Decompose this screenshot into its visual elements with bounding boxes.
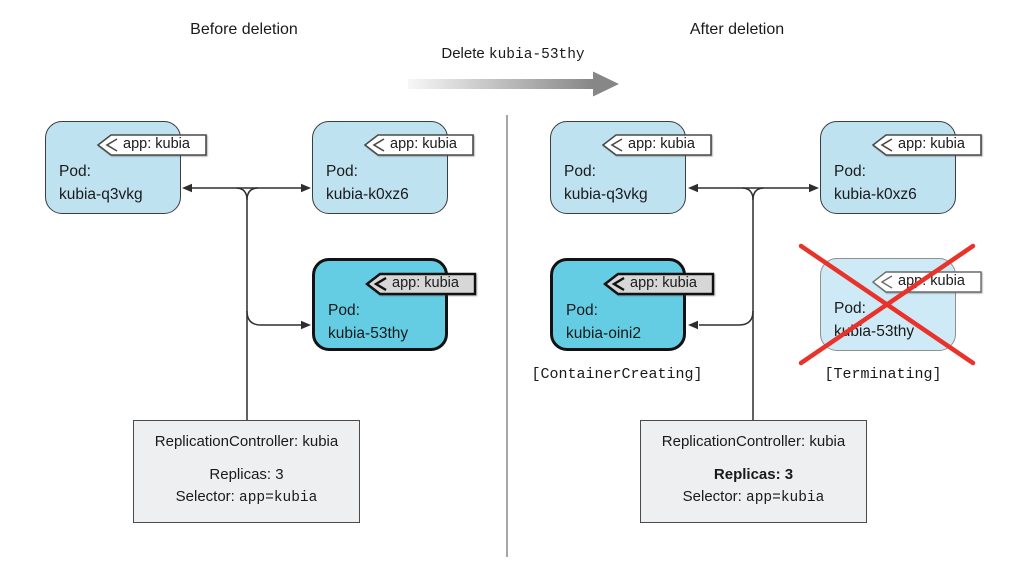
label-tag-text: app: kubia <box>628 136 695 152</box>
rc-selector: Selector: app=kubia <box>641 488 866 506</box>
rc-title: ReplicationController: kubia <box>661 433 846 450</box>
pod-after-kubia-53thy-terminating: app: kubia Pod: kubia-53thy <box>820 258 982 351</box>
pod-before-kubia-53thy: app: kubia Pod: kubia-53thy <box>312 258 477 351</box>
rc-selector-label: Selector: <box>175 488 240 505</box>
app-label-tag: app: kubia <box>96 133 208 157</box>
pod-kind: Pod: <box>834 163 866 180</box>
label-tag-text: app: kubia <box>123 136 190 152</box>
rc-pod-links-before <box>182 183 311 420</box>
app-label-tag: app: kubia <box>365 272 477 296</box>
pod-name: kubia-53thy <box>834 323 915 340</box>
replication-controller-before: ReplicationController: kubia Replicas: 3… <box>133 420 360 523</box>
rc-title: ReplicationController: kubia <box>154 433 339 450</box>
app-label-tag: app: kubia <box>871 270 983 294</box>
rc-replicas: Replicas: 3 <box>713 466 794 483</box>
app-label-tag: app: kubia <box>871 133 983 157</box>
app-label-tag: app: kubia <box>363 133 475 157</box>
pod-after-kubia-k0xz6: app: kubia Pod: kubia-k0xz6 <box>820 121 982 214</box>
label-tag-icon <box>603 272 715 296</box>
app-label-tag: app: kubia <box>601 133 713 157</box>
pod-name: kubia-53thy <box>328 325 409 342</box>
rc-selector: Selector: app=kubia <box>134 488 359 506</box>
delete-action-verb: Delete <box>441 45 489 62</box>
pod-before-kubia-k0xz6: app: kubia Pod: kubia-k0xz6 <box>312 121 474 214</box>
pod-after-kubia-oini2: app: kubia Pod: kubia-oini2 <box>550 258 715 351</box>
before-title: Before deletion <box>190 21 298 38</box>
pod-kind: Pod: <box>59 163 91 180</box>
label-tag-icon <box>96 134 207 156</box>
label-tag-text: app: kubia <box>392 275 459 291</box>
status-terminating: [Terminating] <box>824 366 942 383</box>
label-tag-icon <box>365 272 477 296</box>
delete-target-name: kubia-53thy <box>488 47 585 63</box>
pod-name: kubia-k0xz6 <box>326 186 409 203</box>
pod-kind: Pod: <box>834 300 866 317</box>
label-tag-icon <box>363 134 474 156</box>
rc-replicas: Replicas: 3 <box>209 466 284 483</box>
label-tag-text: app: kubia <box>898 273 965 289</box>
rc-pod-links-after <box>688 183 819 420</box>
pod-kind: Pod: <box>564 163 596 180</box>
after-title: After deletion <box>689 21 785 38</box>
label-tag-text: app: kubia <box>898 136 965 152</box>
pod-kind: Pod: <box>328 302 360 319</box>
label-tag-text: app: kubia <box>630 275 697 291</box>
label-tag-icon <box>601 134 712 156</box>
rc-selector-value: app=kubia <box>239 490 318 506</box>
replication-controller-after: ReplicationController: kubia Replicas: 3… <box>640 420 867 523</box>
rc-selector-value: app=kubia <box>746 490 825 506</box>
rc-selector-label: Selector: <box>682 488 747 505</box>
pod-name: kubia-q3vkg <box>564 186 648 203</box>
transition-arrow-icon <box>408 71 619 97</box>
app-label-tag: app: kubia <box>603 272 715 296</box>
status-container-creating: [ContainerCreating] <box>531 366 703 383</box>
delete-action-label: Delete kubia-53thy <box>403 45 623 63</box>
pod-kind: Pod: <box>326 163 358 180</box>
label-tag-icon <box>871 134 982 156</box>
pod-name: kubia-q3vkg <box>59 186 143 203</box>
pod-name: kubia-oini2 <box>566 325 641 342</box>
pod-kind: Pod: <box>566 302 598 319</box>
label-tag-text: app: kubia <box>390 136 457 152</box>
pod-name: kubia-k0xz6 <box>834 186 917 203</box>
pod-before-kubia-q3vkg: app: kubia Pod: kubia-q3vkg <box>45 121 207 214</box>
pod-after-kubia-q3vkg: app: kubia Pod: kubia-q3vkg <box>550 121 712 214</box>
